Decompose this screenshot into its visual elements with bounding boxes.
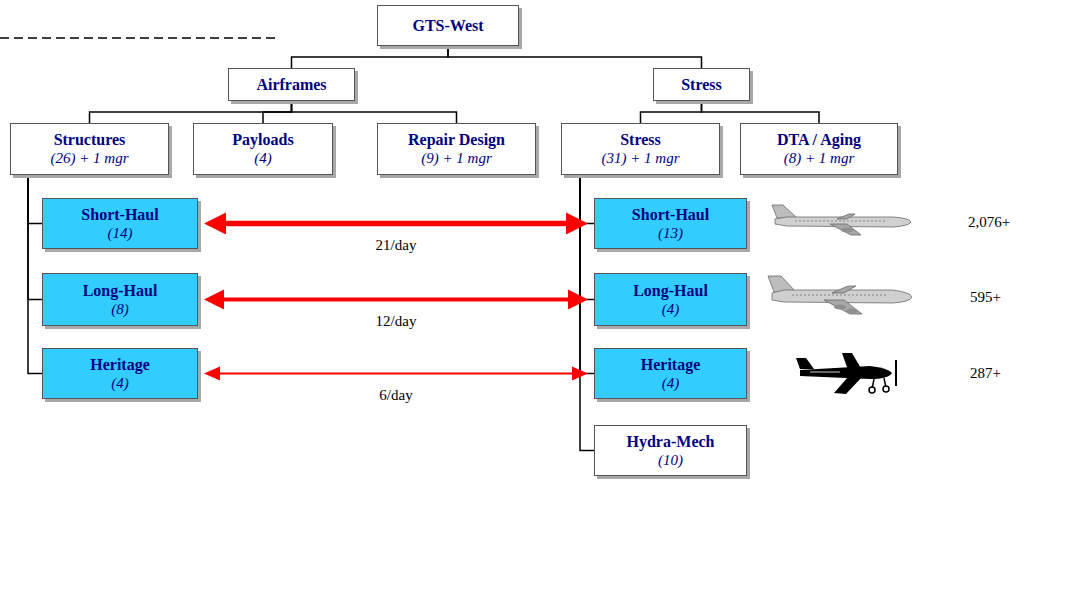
flow-rate: 12/day [374, 312, 419, 330]
box-count: (8) [111, 300, 129, 319]
arrow-head [566, 213, 588, 235]
org-line [263, 101, 292, 123]
box-count: (4) [662, 300, 680, 319]
org-line [28, 175, 42, 224]
connector-line [580, 175, 594, 300]
long-haul-plane [768, 276, 912, 314]
org-box: Heritage(4) [594, 348, 747, 399]
connector-line [28, 175, 42, 224]
org-line [292, 46, 449, 68]
box-title: Heritage [90, 355, 150, 374]
box-title: Short-Haul [632, 205, 709, 224]
connector-line [90, 101, 292, 123]
box-count: (10) [658, 451, 683, 470]
box-count: (9) + 1 mgr [421, 149, 492, 168]
org-line [641, 101, 702, 123]
connector-line [219, 373, 573, 375]
connector-line [292, 46, 449, 68]
org-line [580, 175, 594, 300]
org-box: Long-Haul(8) [42, 273, 198, 326]
arrow-head [204, 213, 226, 235]
org-box: DTA / Aging(8) + 1 mgr [740, 123, 898, 175]
flow-arrow [204, 367, 588, 381]
connector-line [28, 175, 42, 300]
box-title: Repair Design [408, 130, 505, 149]
fleet-count: 595+ [970, 288, 1001, 306]
box-title: Long-Haul [83, 281, 158, 300]
box-count: (4) [662, 374, 680, 393]
box-count: (31) + 1 mgr [601, 149, 679, 168]
box-count: (13) [658, 224, 683, 243]
connector-line [223, 298, 569, 302]
flow-arrow [204, 290, 588, 310]
box-title: Airframes [256, 75, 326, 94]
arrow-head [204, 367, 220, 381]
box-count: (4) [111, 374, 129, 393]
fleet-count: 2,076+ [968, 213, 1010, 231]
box-title: Stress [620, 130, 661, 149]
org-box: Stress(31) + 1 mgr [561, 123, 720, 175]
org-box: Payloads(4) [193, 123, 333, 175]
connector-line [580, 175, 594, 451]
flow-rate: 6/day [377, 386, 414, 404]
org-box: Stress [653, 68, 750, 101]
flow-rate: 21/day [374, 236, 419, 254]
org-line [28, 175, 42, 374]
box-count: (26) + 1 mgr [50, 149, 128, 168]
flow-arrow [204, 213, 588, 235]
box-title: DTA / Aging [777, 130, 861, 149]
org-box: Structures(26) + 1 mgr [10, 123, 169, 175]
arrow-head [204, 290, 224, 310]
org-line [580, 175, 594, 224]
org-box: Airframes [228, 68, 355, 101]
connector-line [225, 221, 567, 227]
connector-line [702, 101, 820, 123]
box-title: Hydra-Mech [627, 432, 715, 451]
arrow-head [572, 367, 588, 381]
short-haul-plane [772, 205, 911, 235]
heritage-plane [796, 353, 896, 394]
org-box: Heritage(4) [42, 348, 198, 399]
connector-line [641, 101, 702, 123]
org-line [448, 46, 702, 68]
box-title: Payloads [232, 130, 293, 149]
org-box: GTS-West [377, 5, 519, 46]
org-box: Short-Haul(13) [594, 198, 747, 249]
box-title: Heritage [641, 355, 701, 374]
box-title: Short-Haul [81, 205, 158, 224]
org-box: Repair Design(9) + 1 mgr [377, 123, 536, 175]
arrow-head [568, 290, 588, 310]
connector-line [292, 101, 457, 123]
connector-line [580, 175, 594, 224]
box-count: (8) + 1 mgr [784, 149, 855, 168]
connector-line [580, 175, 594, 374]
box-title: Stress [681, 75, 722, 94]
dashed-line [0, 37, 275, 39]
box-count: (4) [254, 149, 272, 168]
box-title: Long-Haul [633, 281, 708, 300]
connector-line [28, 175, 42, 374]
org-box: Hydra-Mech(10) [594, 425, 747, 476]
org-box: Long-Haul(4) [594, 273, 747, 326]
org-line [702, 101, 820, 123]
fleet-count: 287+ [970, 364, 1001, 382]
connector-line [448, 46, 702, 68]
org-line [580, 175, 594, 374]
org-line [28, 175, 42, 300]
org-box: Short-Haul(14) [42, 198, 198, 249]
box-title: GTS-West [412, 16, 483, 35]
org-line [580, 175, 594, 451]
connector-line [263, 101, 292, 123]
org-line [90, 101, 292, 123]
box-count: (14) [108, 224, 133, 243]
org-line [292, 101, 457, 123]
box-title: Structures [54, 130, 126, 149]
